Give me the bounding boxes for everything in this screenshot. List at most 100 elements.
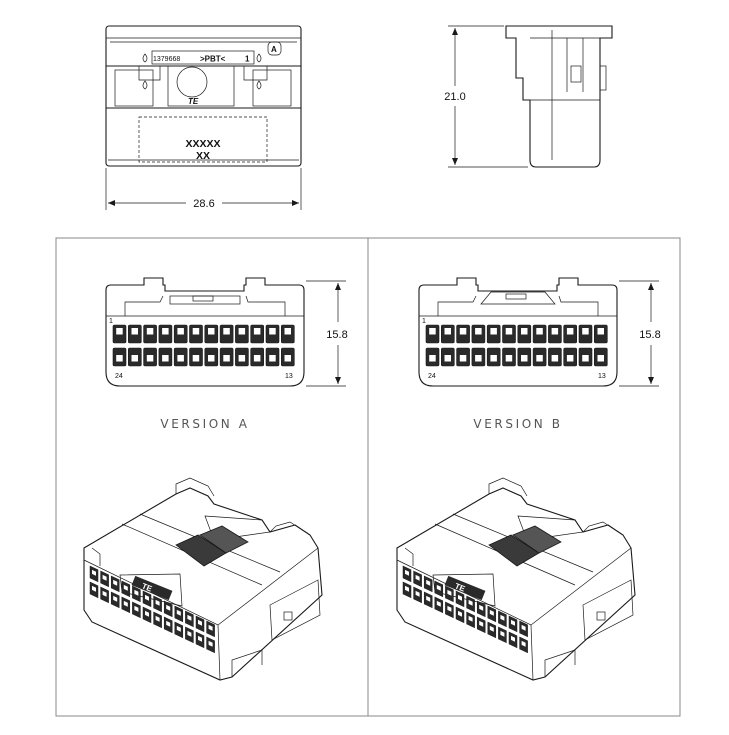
iso-cavity-window bbox=[198, 635, 202, 642]
iso-cavity-window bbox=[145, 594, 149, 601]
panel-height-dimension: 15.8 bbox=[639, 329, 660, 341]
cavity-window bbox=[238, 355, 246, 362]
side-view: 21.0 bbox=[444, 25, 613, 168]
iso-cavity-window bbox=[426, 579, 431, 586]
cavity-window bbox=[597, 355, 604, 362]
cavity-window bbox=[284, 328, 291, 335]
marking-line-2: XX bbox=[196, 150, 210, 162]
cavity-window bbox=[521, 355, 528, 362]
cavity-window bbox=[597, 328, 604, 335]
iso-cavity-window bbox=[113, 595, 118, 602]
pin-one-text: 1 bbox=[245, 55, 250, 64]
iso-cavity-window bbox=[405, 569, 409, 576]
cavity-window bbox=[116, 328, 123, 335]
iso-cavity-window bbox=[468, 599, 473, 606]
height-dimension: 21.0 bbox=[444, 91, 465, 103]
iso-cavity-window bbox=[447, 605, 452, 612]
iso-left-latch bbox=[404, 547, 414, 566]
front-view: 1379668 >PBT< 1 A TE XXXXX XX 28.6 bbox=[105, 25, 302, 210]
cavity-window bbox=[505, 328, 513, 335]
iso-cavity-window bbox=[436, 584, 441, 591]
marking-line-1: XXXXX bbox=[185, 138, 220, 150]
front-view-outline bbox=[105, 25, 302, 167]
iso-cavity-window bbox=[155, 599, 160, 606]
cavity-window bbox=[429, 355, 436, 362]
connector-face-outline bbox=[418, 277, 618, 387]
iso-cavity-window bbox=[166, 604, 171, 611]
iso-cavity-window bbox=[511, 619, 515, 626]
iso-cavity-window bbox=[468, 615, 473, 622]
isometric-view: TE bbox=[396, 477, 636, 681]
cavity-window bbox=[582, 328, 589, 335]
iso-outline bbox=[83, 487, 323, 681]
cavity-window bbox=[223, 328, 230, 335]
iso-side-panel bbox=[582, 579, 634, 641]
iso-top-latch bbox=[488, 477, 528, 497]
lock-tab bbox=[505, 293, 527, 300]
iso-cavity-window bbox=[155, 615, 160, 622]
iso-foot bbox=[544, 649, 576, 677]
cavity-window bbox=[177, 328, 184, 335]
iso-cavity-window bbox=[123, 600, 128, 607]
iso-cavity-window bbox=[102, 590, 107, 597]
cavity-window bbox=[444, 355, 451, 362]
iso-cavity-window bbox=[479, 604, 484, 611]
cavity-window bbox=[131, 355, 138, 362]
cavity-window bbox=[551, 355, 559, 362]
cavity-window bbox=[284, 355, 291, 362]
iso-side-panel bbox=[269, 579, 321, 641]
iso-label-plate bbox=[432, 573, 496, 607]
iso-cavity-window bbox=[145, 610, 149, 617]
iso-foot bbox=[231, 649, 263, 677]
pin-label-first: 1 bbox=[422, 318, 426, 325]
iso-cavity-window bbox=[405, 585, 409, 592]
cavity-window bbox=[131, 328, 138, 335]
iso-corner-edge bbox=[217, 624, 221, 681]
iso-cavity-window bbox=[123, 584, 128, 591]
iso-lock-ramp bbox=[199, 525, 249, 554]
lock-tab bbox=[192, 295, 214, 302]
iso-cavity-window bbox=[521, 624, 526, 631]
cavity-window bbox=[429, 328, 436, 335]
iso-cavity-window bbox=[134, 605, 139, 612]
version-label: VERSION B bbox=[473, 417, 562, 431]
pin-label-top-row: 13 bbox=[598, 373, 606, 380]
cavity-window bbox=[208, 328, 215, 335]
cavity-window bbox=[269, 328, 276, 335]
cavity-window bbox=[177, 355, 184, 362]
left-latch bbox=[124, 295, 164, 316]
iso-cavity-window bbox=[489, 625, 494, 632]
iso-label-plate bbox=[119, 573, 183, 607]
iso-te-logo: TE bbox=[453, 581, 466, 593]
right-latch bbox=[245, 295, 286, 316]
iso-lock-ramp bbox=[512, 525, 562, 554]
cavity-window bbox=[192, 328, 200, 335]
iso-cavity-window bbox=[500, 614, 505, 621]
iso-cavity-window bbox=[500, 630, 505, 637]
iso-cavity-window bbox=[426, 595, 431, 602]
iso-corner-edge bbox=[530, 624, 534, 681]
cavity-window bbox=[116, 355, 123, 362]
cavity-window bbox=[551, 328, 559, 335]
cavity-window bbox=[475, 355, 482, 362]
iso-cavity-window bbox=[198, 619, 202, 626]
part-number-text: 1379668 bbox=[153, 56, 180, 63]
marking-area bbox=[138, 116, 268, 163]
cavity-window bbox=[505, 355, 513, 362]
width-dimension: 28.6 bbox=[193, 198, 214, 210]
iso-cavity-window bbox=[415, 574, 420, 581]
revision-text: A bbox=[271, 45, 277, 54]
iso-logo-plate bbox=[444, 575, 486, 601]
iso-cavity-window bbox=[208, 640, 213, 647]
cavity-window bbox=[253, 355, 261, 362]
iso-cavity-window bbox=[187, 614, 192, 621]
iso-cavity-window bbox=[458, 610, 462, 617]
iso-logo-plate bbox=[131, 575, 173, 601]
right-latch bbox=[558, 295, 599, 316]
cavity-window bbox=[146, 355, 154, 362]
iso-top-latch bbox=[175, 477, 215, 497]
iso-cavity-window bbox=[479, 620, 484, 627]
iso-cavity-window bbox=[176, 625, 181, 632]
